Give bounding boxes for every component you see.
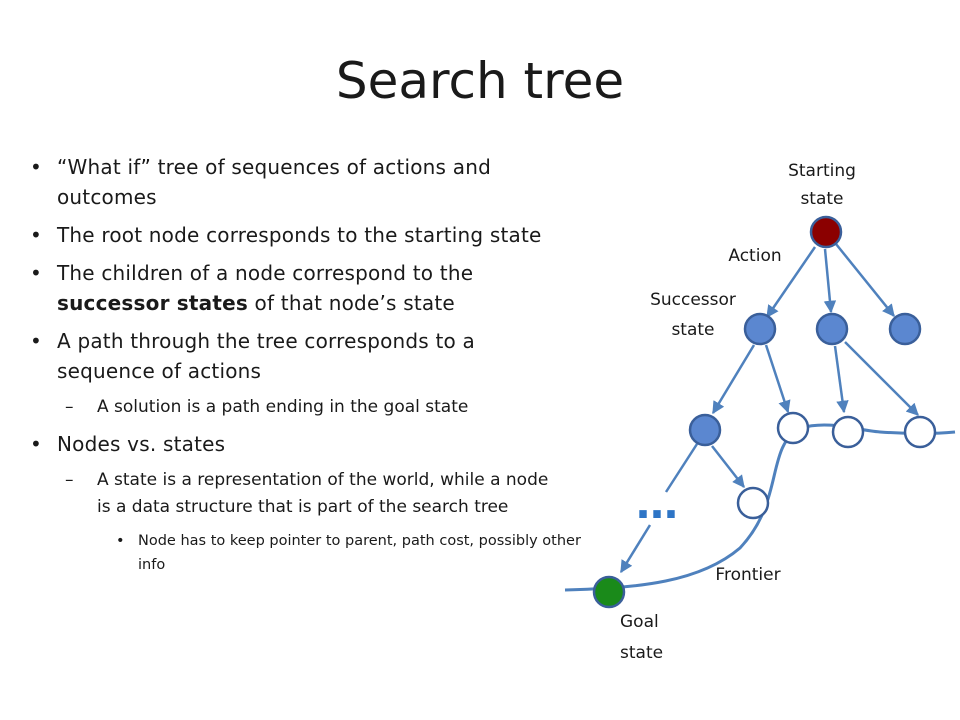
frontier-node-3 <box>903 415 937 449</box>
tree-edges <box>619 243 919 574</box>
bullet-list: • “What if” tree of sequences of actions… <box>30 152 620 577</box>
edge-root-child1 <box>765 246 817 319</box>
edge-grand1-frontier <box>711 445 745 488</box>
bullet-path: • A path through the tree corresponds to… <box>30 326 527 386</box>
expanded-node <box>688 413 722 447</box>
bullet-text: “What if” tree of sequences of actions a… <box>57 155 491 209</box>
label-frontier: Frontier <box>715 565 780 585</box>
bullet-marker: • <box>116 533 125 549</box>
bullet-what-if-tree: • “What if” tree of sequences of actions… <box>30 152 527 212</box>
goal-node <box>592 575 626 609</box>
edge-child2-grand4 <box>844 341 919 416</box>
label-goal-state-line1: Goal <box>620 612 659 632</box>
bullet-text: A path through the tree corresponds to a… <box>57 329 475 383</box>
edge-child2-grand3 <box>833 345 849 414</box>
root-node <box>809 215 843 249</box>
bullet-emphasis-successor-states: successor states <box>57 291 248 315</box>
frontier-curve <box>564 423 956 592</box>
dash-marker: – <box>65 470 74 490</box>
successor-node-1 <box>743 312 777 346</box>
edge-child1-grand1 <box>711 344 756 415</box>
bullet-marker: • <box>30 261 42 285</box>
label-starting-state-line1: Starting <box>788 161 856 181</box>
subbullet-state-vs-node: – A state is a representation of the wor… <box>30 467 552 521</box>
slide-title: Search tree <box>335 52 625 110</box>
bullet-text: Node has to keep pointer to parent, path… <box>138 533 581 573</box>
label-successor-state-line1: Successor <box>650 290 736 310</box>
edge-root-child2 <box>823 248 837 314</box>
ellipsis-icon: … <box>636 479 678 528</box>
label-action: Action <box>728 246 781 266</box>
bullet-nodes-vs-states: • Nodes vs. states <box>30 429 620 459</box>
frontier-node-1 <box>776 411 810 445</box>
subsubbullet-node-pointer: • Node has to keep pointer to parent, pa… <box>30 529 588 577</box>
frontier-node-4 <box>736 486 770 520</box>
bullet-text: A solution is a path ending in the goal … <box>97 397 469 417</box>
label-goal-state-line2: state <box>620 643 663 663</box>
bullet-children: • The children of a node correspond to t… <box>30 258 527 318</box>
subbullet-solution: – A solution is a path ending in the goa… <box>30 394 620 421</box>
edge-root-child3 <box>835 243 895 317</box>
bullet-text: A state is a representation of the world… <box>97 470 549 517</box>
label-successor-state-line2: state <box>671 320 714 340</box>
bullet-root-node: • The root node corresponds to the start… <box>30 220 620 250</box>
bullet-text-part1: The children of a node correspond to the <box>57 261 474 285</box>
bullet-marker: • <box>30 223 42 247</box>
bullet-text-part2: of that node’s state <box>247 291 455 315</box>
successor-node-2 <box>815 312 849 346</box>
edge-ellipsis-goal <box>619 524 652 574</box>
dash-marker: – <box>65 397 74 417</box>
bullet-marker: • <box>30 329 42 353</box>
bullet-marker: • <box>30 432 42 456</box>
label-starting-state-line2: state <box>800 189 843 209</box>
bullet-marker: • <box>30 155 42 179</box>
edge-grand1-ellipsis <box>664 443 699 493</box>
edge-child1-grand2 <box>764 344 791 414</box>
frontier-node-2 <box>831 415 865 449</box>
successor-node-3 <box>888 312 922 346</box>
bullet-text: Nodes vs. states <box>57 432 226 456</box>
bullet-text: The root node corresponds to the startin… <box>57 223 542 247</box>
